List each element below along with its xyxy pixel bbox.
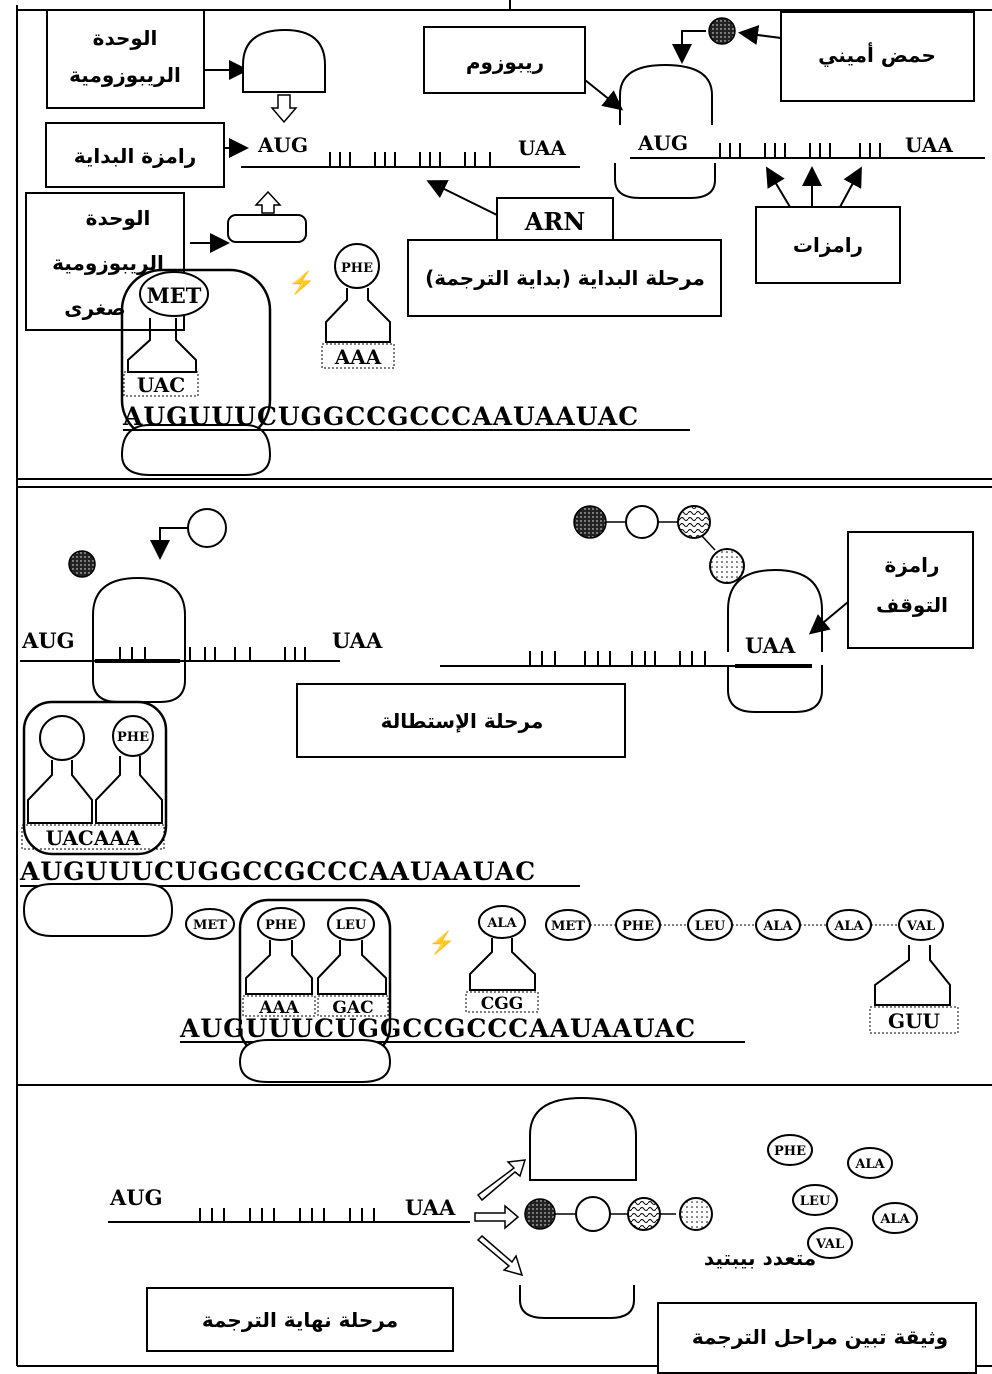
codons-label: رامزات — [793, 233, 863, 257]
anticodon-uac: UAC — [137, 373, 185, 397]
chain-amino-acid-label: ALA — [833, 919, 864, 934]
large-subunit-label-1: الوحدة — [93, 26, 158, 50]
met-amino-acid — [139, 271, 209, 317]
start-codon-label: رامزة البداية — [74, 144, 197, 168]
termination-stage-title: مرحلة نهاية الترجمة — [202, 1308, 398, 1332]
phe-label: PHE — [341, 261, 373, 276]
large-subunit-shape — [242, 28, 326, 93]
uaa-text-5: UAA — [405, 1195, 456, 1220]
chain-amino-acid-label: LEU — [695, 919, 726, 934]
phe-label-3: PHE — [265, 918, 297, 933]
chain-amino-acid-bubble — [826, 909, 872, 941]
small-subunit-label-2: الريبوزومية — [52, 251, 164, 275]
initiation-stage-box — [407, 239, 722, 317]
mrna-sequence-2: AUGUUUCUGGCCGCCCAAUAAUAC — [19, 857, 536, 886]
released-amino-acid-label: ALA — [854, 1157, 885, 1172]
codon-ticks-1 — [329, 152, 491, 167]
small-subunit-label-1: الوحدة — [86, 206, 151, 230]
termination-section: AUG UAA PHE ALA LEU ALA VAL متعدد بيبتيد مرح… — [108, 1096, 977, 1374]
chain-amino-acid-bubble — [687, 909, 733, 941]
mrna-sequence-3: AUGUUUCUGGCCGCCCAAUAAUAC — [179, 1014, 696, 1043]
anticodon-aaa-2: AAA — [258, 998, 299, 1018]
chain-amino-acid-label: PHE — [622, 919, 654, 934]
initiation-section: الوحدة الريبوزومية رامزة البداية AUG UAA… — [25, 9, 985, 476]
chain-amino-acid-bubble — [545, 909, 591, 941]
met-label: MET — [147, 283, 202, 308]
phe-label-2: PHE — [117, 730, 149, 745]
met-label-2: MET — [193, 918, 227, 933]
ala-label: ALA — [486, 916, 517, 931]
stop-codon-label-2: التوقف — [876, 593, 948, 617]
amino-acid-box — [780, 11, 975, 102]
anticodons-a: UACAAA — [46, 826, 141, 850]
chain-amino-acid-label: MET — [551, 919, 585, 934]
anticodon-cgg: CGG — [481, 994, 524, 1014]
peptide-chain: MET PHE LEU ALA ALA VAL — [545, 909, 944, 941]
amino-acid-label: حمض أميني — [818, 41, 936, 68]
large-subunit-box — [46, 9, 205, 109]
ribosome-label: ريبوزوم — [466, 50, 544, 74]
start-codon-box — [45, 122, 225, 188]
released-amino-acid-label: LEU — [800, 1194, 831, 1209]
codon-ticks-2 — [719, 143, 881, 158]
lightning-icon: ⚡ — [288, 270, 315, 296]
doc-caption-box — [657, 1302, 977, 1374]
mrna-sequence-1: AUGUUUCUGGCCGCCCAAUAAUAC — [122, 402, 639, 431]
anticodon-guu: GUU — [888, 1009, 940, 1033]
elongation-section: AUG UAA UAA رامزة التوقف — [19, 505, 974, 1083]
uaa-text-3: UAA — [332, 628, 383, 653]
uaa-text-4: UAA — [745, 633, 796, 658]
lightning-icon-2: ⚡ — [428, 930, 455, 956]
anticodon-aaa: AAA — [334, 345, 382, 369]
stop-codon-box — [847, 531, 974, 649]
phe-amino-acid — [334, 243, 380, 289]
elongation-stage-box — [296, 683, 626, 758]
released-amino-acid-bubble — [767, 1134, 813, 1166]
small-subunit-shape — [227, 214, 307, 243]
released-amino-acid-bubble — [872, 1202, 918, 1234]
released-amino-acid-bubble — [847, 1147, 893, 1179]
aug-text-3: AUG — [21, 628, 75, 653]
released-amino-acid-label: ALA — [879, 1212, 910, 1227]
ribosome-small — [614, 163, 716, 199]
chain-amino-acid-bubble — [615, 909, 661, 941]
elongation-stage-title: مرحلة الإستطالة — [381, 709, 544, 733]
released-amino-acid-bubble — [807, 1227, 853, 1259]
polypeptide-label: متعدد بيبتيد — [704, 1246, 816, 1270]
uaa-text: UAA — [518, 136, 566, 160]
aug-text-2: AUG — [637, 131, 688, 155]
doc-caption: وثيقة تبين مراحل الترجمة — [692, 1325, 948, 1349]
chain-amino-acid-label: VAL — [906, 919, 935, 934]
released-amino-acid-label: VAL — [815, 1237, 844, 1252]
aug-text: AUG — [257, 133, 308, 157]
stop-codon-label-1: رامزة — [885, 553, 940, 577]
aug-text-4: AUG — [109, 1185, 163, 1210]
chain-amino-acid-bubble — [755, 909, 801, 941]
ribosome-box — [423, 26, 586, 94]
termination-stage-box — [146, 1287, 454, 1352]
released-amino-acid-label: PHE — [774, 1144, 806, 1159]
large-subunit-label-2: الريبوزومية — [69, 63, 181, 87]
ribosome-large — [619, 63, 713, 125]
chain-amino-acid-label: ALA — [762, 919, 793, 934]
released-amino-acid-bubble — [792, 1184, 838, 1216]
amino-acid-dot — [708, 17, 736, 45]
released-polypeptide: PHE ALA LEU ALA VAL — [767, 1134, 918, 1259]
arn-box — [496, 197, 614, 241]
arn-label: ARN — [524, 207, 586, 236]
codons-box — [755, 206, 901, 284]
small-subunit-label-3: صغرى — [64, 296, 125, 320]
initiation-stage-title: مرحلة البداية (بداية الترجمة) — [425, 266, 705, 290]
anticodon-gac: GAC — [332, 998, 373, 1018]
chain-amino-acid-bubble — [898, 909, 944, 941]
leu-label: LEU — [336, 918, 367, 933]
uaa-text-2: UAA — [905, 133, 953, 157]
